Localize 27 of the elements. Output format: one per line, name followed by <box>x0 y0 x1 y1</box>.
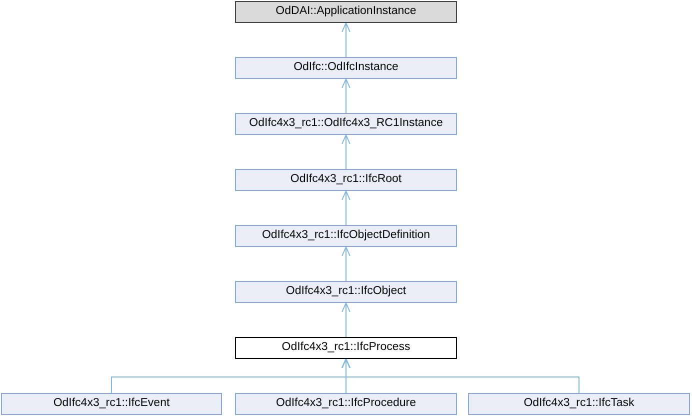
class-name: OdIfc::OdIfcInstance <box>294 60 398 76</box>
inheritance-arrow <box>342 358 580 394</box>
class-box <box>1 393 222 415</box>
class-name: OdIfc4x3_rc1::IfcProcedure <box>276 396 416 412</box>
class-box <box>235 393 457 415</box>
class-name: OdIfc4x3_rc1::IfcEvent <box>53 396 170 412</box>
class-name: OdIfc4x3_rc1::IfcProcess <box>282 340 410 356</box>
inheritance-arrow <box>342 302 350 338</box>
class-box <box>235 281 457 303</box>
class-box <box>235 113 457 135</box>
inheritance-arrow <box>342 134 350 170</box>
class-name: OdIfc4x3_rc1::OdIfc4x3_RC1Instance <box>249 116 443 132</box>
class-name: OdIfc4x3_rc1::IfcTask <box>524 396 634 412</box>
class-name: OdIfc4x3_rc1::IfcObject <box>286 284 406 300</box>
class-box <box>235 57 457 79</box>
class-name: OdIfc4x3_rc1::IfcRoot <box>290 172 402 188</box>
class-box <box>468 393 690 415</box>
class-box <box>235 337 457 359</box>
class-box <box>235 1 457 23</box>
inheritance-arrow <box>342 246 350 282</box>
class-box <box>235 169 457 191</box>
inheritance-arrow <box>342 78 350 114</box>
inheritance-arrow <box>342 22 350 58</box>
class-name: OdDAI::ApplicationInstance <box>276 4 416 20</box>
class-name: OdIfc4x3_rc1::IfcObjectDefinition <box>262 228 430 244</box>
inheritance-arrow <box>342 190 350 226</box>
class-box <box>235 225 457 247</box>
